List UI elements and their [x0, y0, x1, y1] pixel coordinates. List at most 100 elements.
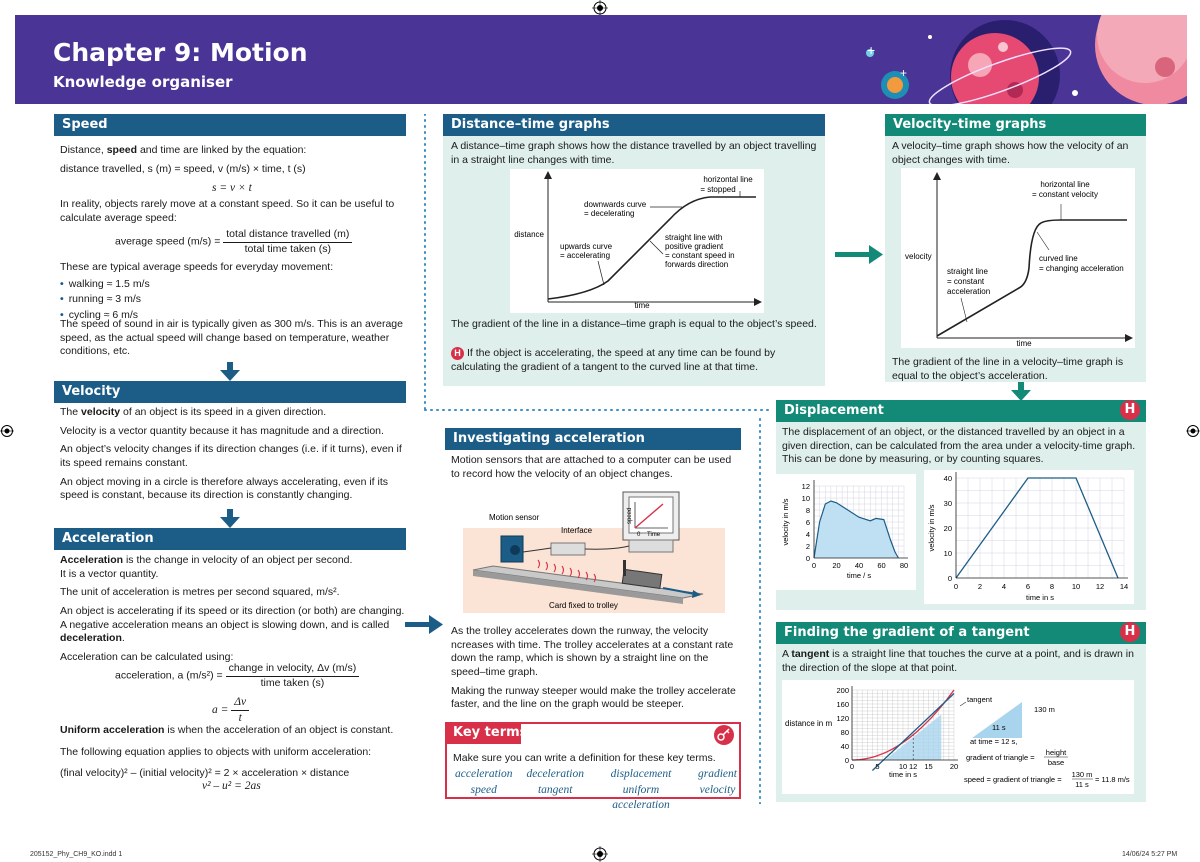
- key-term: gradient: [698, 768, 737, 780]
- pointer-line: [959, 701, 967, 707]
- key-terms-list: acceleration deceleration displacement g…: [455, 767, 737, 813]
- label-at-time: at time = 12 s,: [970, 737, 1017, 746]
- arrow-down-icon: [220, 509, 240, 528]
- svg-text:curved line: curved line: [1039, 254, 1078, 263]
- svg-text:horizontal line: horizontal line: [1040, 180, 1090, 189]
- higher-badge: H: [1120, 400, 1140, 420]
- x-axis-label: time in s: [1026, 593, 1054, 602]
- svg-text:forwards direction: forwards direction: [665, 260, 728, 269]
- dt-ylabel: distance: [514, 230, 544, 239]
- speed-heading: Speed: [54, 114, 406, 136]
- y-axis-label: distance in m: [785, 719, 832, 728]
- label-numerator: 130 m: [1072, 770, 1093, 779]
- label-height: height: [1046, 748, 1067, 757]
- investigating-intro: Motion sensors that are attached to a co…: [451, 454, 732, 480]
- y-tick-label: 2: [806, 542, 810, 551]
- key-term: deceleration: [526, 768, 584, 780]
- x-tick-label: 12: [1096, 582, 1104, 591]
- key-term: uniform acceleration: [612, 783, 670, 811]
- label-height-value: 130 m: [1034, 705, 1055, 714]
- registration-mark-top: [592, 0, 608, 16]
- area-under-curve: [814, 501, 899, 558]
- arrow-down-icon: [220, 362, 240, 381]
- x-tick-label: 14: [1120, 582, 1128, 591]
- distance-time-graph: distance time horizontal line = stopped …: [510, 169, 764, 313]
- key-term: velocity: [699, 783, 736, 796]
- tangent-line: [871, 693, 955, 771]
- acceleration-heading: Acceleration: [54, 528, 406, 550]
- svg-text:= constant velocity: = constant velocity: [1032, 190, 1098, 199]
- speed-typical: These are typical average speeds for eve…: [60, 261, 405, 325]
- x-tick-label: 40: [855, 561, 863, 570]
- y-tick-label: 10: [802, 494, 810, 503]
- y-tick-label: 4: [806, 530, 810, 539]
- svg-text:speed: speed: [627, 508, 633, 524]
- svg-text:positive gradient: positive gradient: [665, 242, 724, 251]
- svg-text:= constant: = constant: [947, 277, 985, 286]
- velocity-line: [955, 477, 1119, 579]
- motion-sensor-diagram: speed 0 Time Motion sensor Interface Car…: [463, 488, 725, 613]
- y-axis-label: velocity in m/s: [781, 498, 790, 545]
- x-tick-label: 4: [1002, 582, 1006, 591]
- svg-text:= constant speed in: = constant speed in: [665, 251, 735, 260]
- x-tick-label: 10: [899, 762, 907, 771]
- dotted-divider: [424, 114, 773, 804]
- acceleration-text: Acceleration is the change in velocity o…: [60, 554, 405, 663]
- svg-text:= changing acceleration: = changing acceleration: [1039, 264, 1124, 273]
- x-axis-label: time in s: [889, 770, 917, 779]
- svg-text:straight line: straight line: [947, 267, 988, 276]
- label-base: base: [1048, 758, 1064, 767]
- bullet-running: running ≈ 3 m/s: [60, 293, 405, 307]
- velocity-time-gradient: The gradient of the line in a velocity–t…: [892, 356, 1124, 382]
- investigating-text: As the trolley accelerates down the runw…: [451, 625, 736, 711]
- svg-text:upwards curve: upwards curve: [560, 242, 613, 251]
- svg-text:downwards curve: downwards curve: [584, 200, 647, 209]
- footer-file: 205152_Phy_CH9_KO.indd 1: [30, 851, 123, 858]
- label-base-value: 11 s: [992, 723, 1006, 732]
- key-term: displacement: [610, 768, 672, 780]
- x-tick-label: 80: [900, 561, 908, 570]
- average-speed-equation: average speed (m/s) = total distance tra…: [115, 228, 415, 256]
- velocity-time-graph: velocity time horizontal line = constant…: [901, 168, 1135, 348]
- triangle-icon: [972, 702, 1022, 738]
- vt-xlabel: time: [1016, 339, 1032, 348]
- x-tick-label: 8: [1050, 582, 1054, 591]
- speed-average-intro: In reality, objects rarely move at a con…: [60, 198, 395, 224]
- velocity-heading: Velocity: [54, 381, 406, 403]
- x-tick-label: 2: [978, 582, 982, 591]
- y-tick-label: 40: [944, 474, 952, 483]
- y-tick-label: 0: [845, 756, 849, 765]
- x-tick-label: 6: [1026, 582, 1030, 591]
- label-denominator: 11 s: [1075, 780, 1089, 789]
- key-term: speed: [470, 783, 497, 796]
- x-tick-label: 20: [832, 561, 840, 570]
- key-term: acceleration: [455, 768, 513, 780]
- distance-time-heading: Distance–time graphs: [443, 114, 825, 136]
- velocity-time-heading: Velocity–time graphs: [885, 114, 1146, 136]
- dt-xlabel: time: [634, 301, 650, 310]
- acceleration-equation: acceleration, a (m/s²) = change in veloc…: [115, 662, 415, 690]
- distance-time-intro: A distance–time graph shows how the dist…: [451, 140, 817, 166]
- svg-text:horizontal line: horizontal line: [703, 175, 753, 184]
- bullet-walking: walking ≈ 1.5 m/s: [60, 278, 405, 292]
- y-tick-label: 0: [948, 574, 952, 583]
- space-illustration: + +: [866, 15, 1187, 104]
- footer-date: 14/06/24 5:27 PM: [1122, 851, 1178, 858]
- label-result: = 11.8 m/s: [1095, 775, 1130, 784]
- svg-text:+: +: [900, 66, 907, 80]
- label-card: Card fixed to trolley: [549, 601, 618, 610]
- x-tick-label: 0: [850, 762, 854, 771]
- displacement-text: The displacement of an object, or the di…: [782, 426, 1136, 466]
- distance-time-gradient: The gradient of the line in a distance–t…: [451, 318, 817, 330]
- key-terms-heading: Key terms: [445, 722, 527, 744]
- label-tangent: tangent: [967, 695, 993, 704]
- investigating-heading: Investigating acceleration: [445, 428, 741, 450]
- speed-text: Distance, speed and time are linked by t…: [60, 144, 405, 181]
- key-icon: [714, 725, 734, 745]
- velocity-text: The velocity of an object is its speed i…: [60, 406, 402, 502]
- x-tick-label: 15: [924, 762, 932, 771]
- arrow-right-icon: [405, 615, 443, 634]
